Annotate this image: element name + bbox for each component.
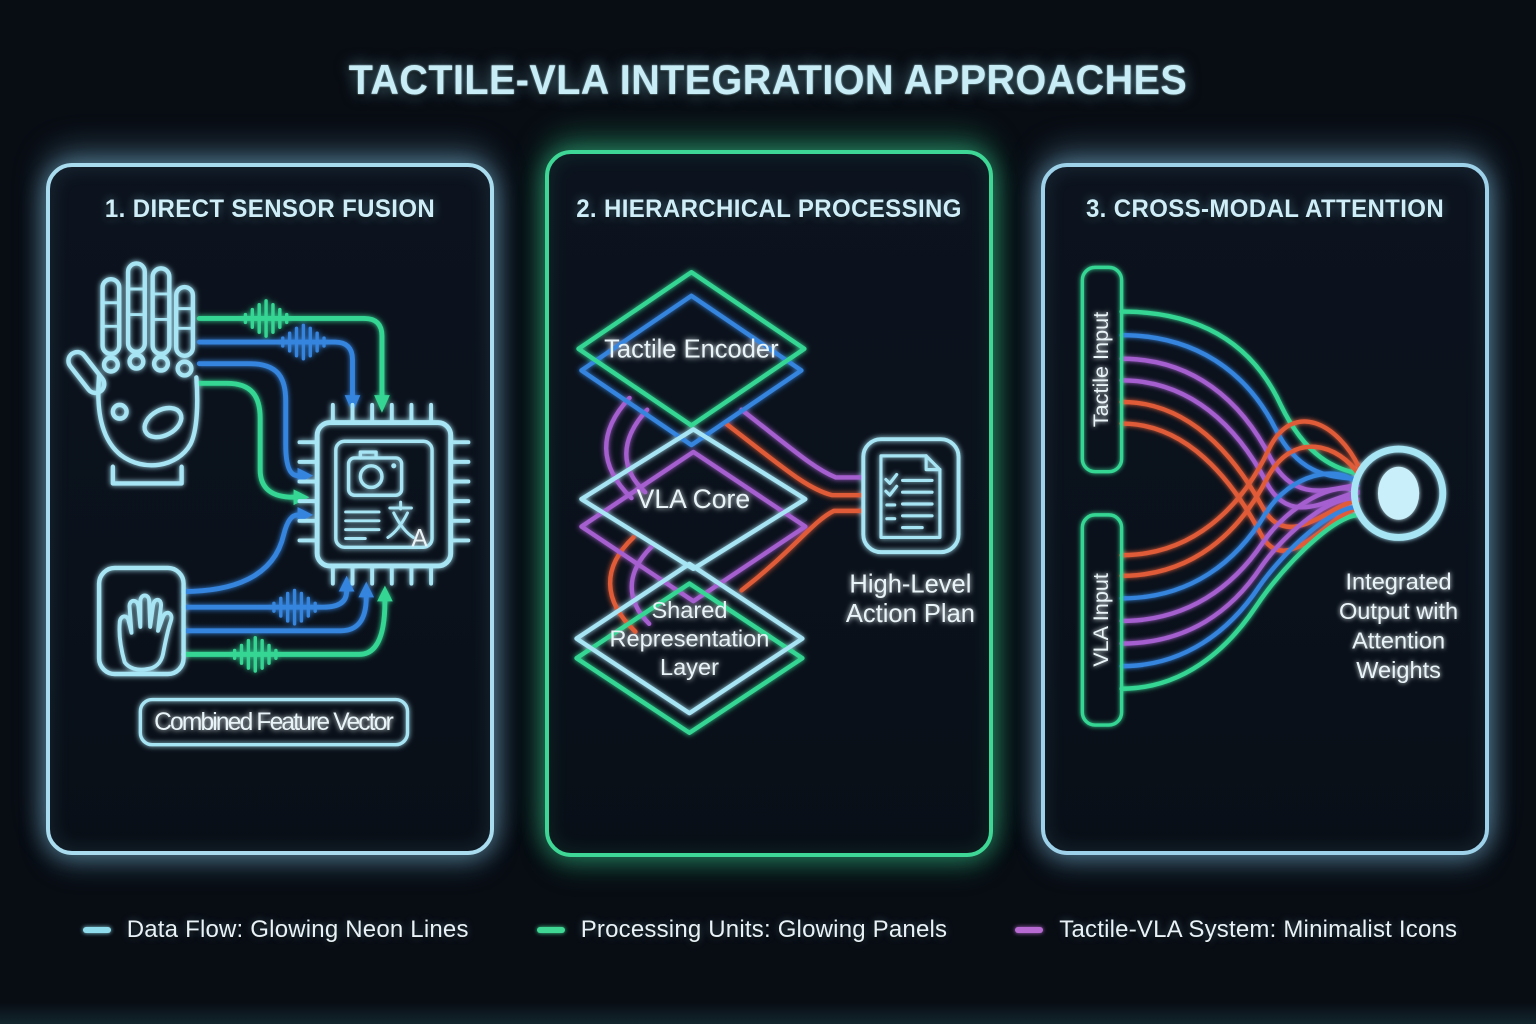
output-label-line3: Attention [1352,627,1445,653]
legend-label-data-flow: Data Flow: Glowing Neon Lines [126,916,469,943]
vla-core-node: VLA Core [579,427,808,604]
text-lines-icon [344,510,381,540]
hand-icon [117,593,174,672]
vision-chip-icon: A [297,402,471,586]
panel2-title: 2. HIERARCHICAL PROCESSING [576,195,962,223]
output-label-line1: Integrated [1346,569,1452,595]
action-plan-line2: Action Plan [846,600,975,628]
p3-diagram: Tactile Input VLA Input Integrated Outpu… [1080,265,1458,727]
output-core [1377,466,1420,520]
output-label-line2: Output with [1339,598,1458,624]
hierarchy-flow-lines [604,395,864,634]
robotic-hand-icon [66,261,200,486]
action-plan-line1: High-Level [849,570,971,598]
pressure-waveform-icon [232,635,278,673]
palm-sensor-icon [96,565,186,677]
signal-waveform-icon [281,323,326,361]
p2-diagram: Tactile Encoder VLA Core Shared Represen… [574,269,975,736]
processing-units-swatch [536,927,565,933]
tactile-input-box: Tactile Input [1080,265,1124,474]
chip-pins [297,402,471,586]
attention-lines [1119,309,1362,691]
tactile-vla-system-swatch [1015,927,1044,933]
tactile-encoder-label: Tactile Encoder [604,336,779,364]
legend: Data Flow: Glowing Neon Lines Processing… [0,916,1536,944]
document-icon [879,454,942,539]
panel-hierarchical-processing: 2. HIERARCHICAL PROCESSING [545,150,993,857]
output-label-line4: Weights [1356,657,1441,683]
legend-item-data-flow: Data Flow: Glowing Neon Lines [79,916,469,944]
action-plan-icon: High-Level Action Plan [846,437,975,628]
output-label: Integrated Output with Attention Weights [1339,569,1458,683]
panel-direct-sensor-fusion: 1. DIRECT SENSOR FUSION [46,163,494,855]
sensor-flow-lines [181,299,393,673]
panel1-title: 1. DIRECT SENSOR FUSION [104,195,436,223]
panel3-title: 3. CROSS-MODAL ATTENTION [1085,195,1445,223]
legend-label-processing-units: Processing Units: Glowing Panels [580,916,948,943]
page-title: TACTILE-VLA INTEGRATION APPROACHES [348,56,1188,103]
attention-output-node [1350,445,1447,541]
p1-diagram: A Combined Feature Vector [66,261,471,747]
legend-label-tactile-vla-system: Tactile-VLA System: Minimalist Icons [1059,916,1458,943]
camera-icon [346,450,404,497]
shared-representation-node: Shared Representation Layer [574,561,805,736]
translate-icon: A [386,500,428,552]
tactile-input-label: Tactile Input [1088,312,1113,427]
legend-item-tactile-vla-system: Tactile-VLA System: Minimalist Icons [1011,916,1457,944]
vla-core-label: VLA Core [637,484,750,514]
vla-input-label: VLA Input [1088,573,1113,667]
shared-layer-line1: Shared [651,597,727,623]
combined-feature-vector-label: Combined Feature Vector [154,709,394,736]
tactile-waveform-icon [243,299,289,338]
shared-layer-line3: Layer [660,654,719,680]
touch-waveform-icon [272,588,317,626]
panel-cross-modal-attention: 3. CROSS-MODAL ATTENTION [1041,163,1489,855]
shared-layer-line2: Representation [610,625,770,651]
data-flow-swatch [82,927,111,933]
vla-input-box: VLA Input [1080,513,1124,727]
tactile-encoder-node: Tactile Encoder [576,269,807,448]
legend-item-processing-units: Processing Units: Glowing Panels [533,916,948,944]
combined-feature-vector-box: Combined Feature Vector [138,697,410,747]
svg-text:A: A [411,525,428,552]
